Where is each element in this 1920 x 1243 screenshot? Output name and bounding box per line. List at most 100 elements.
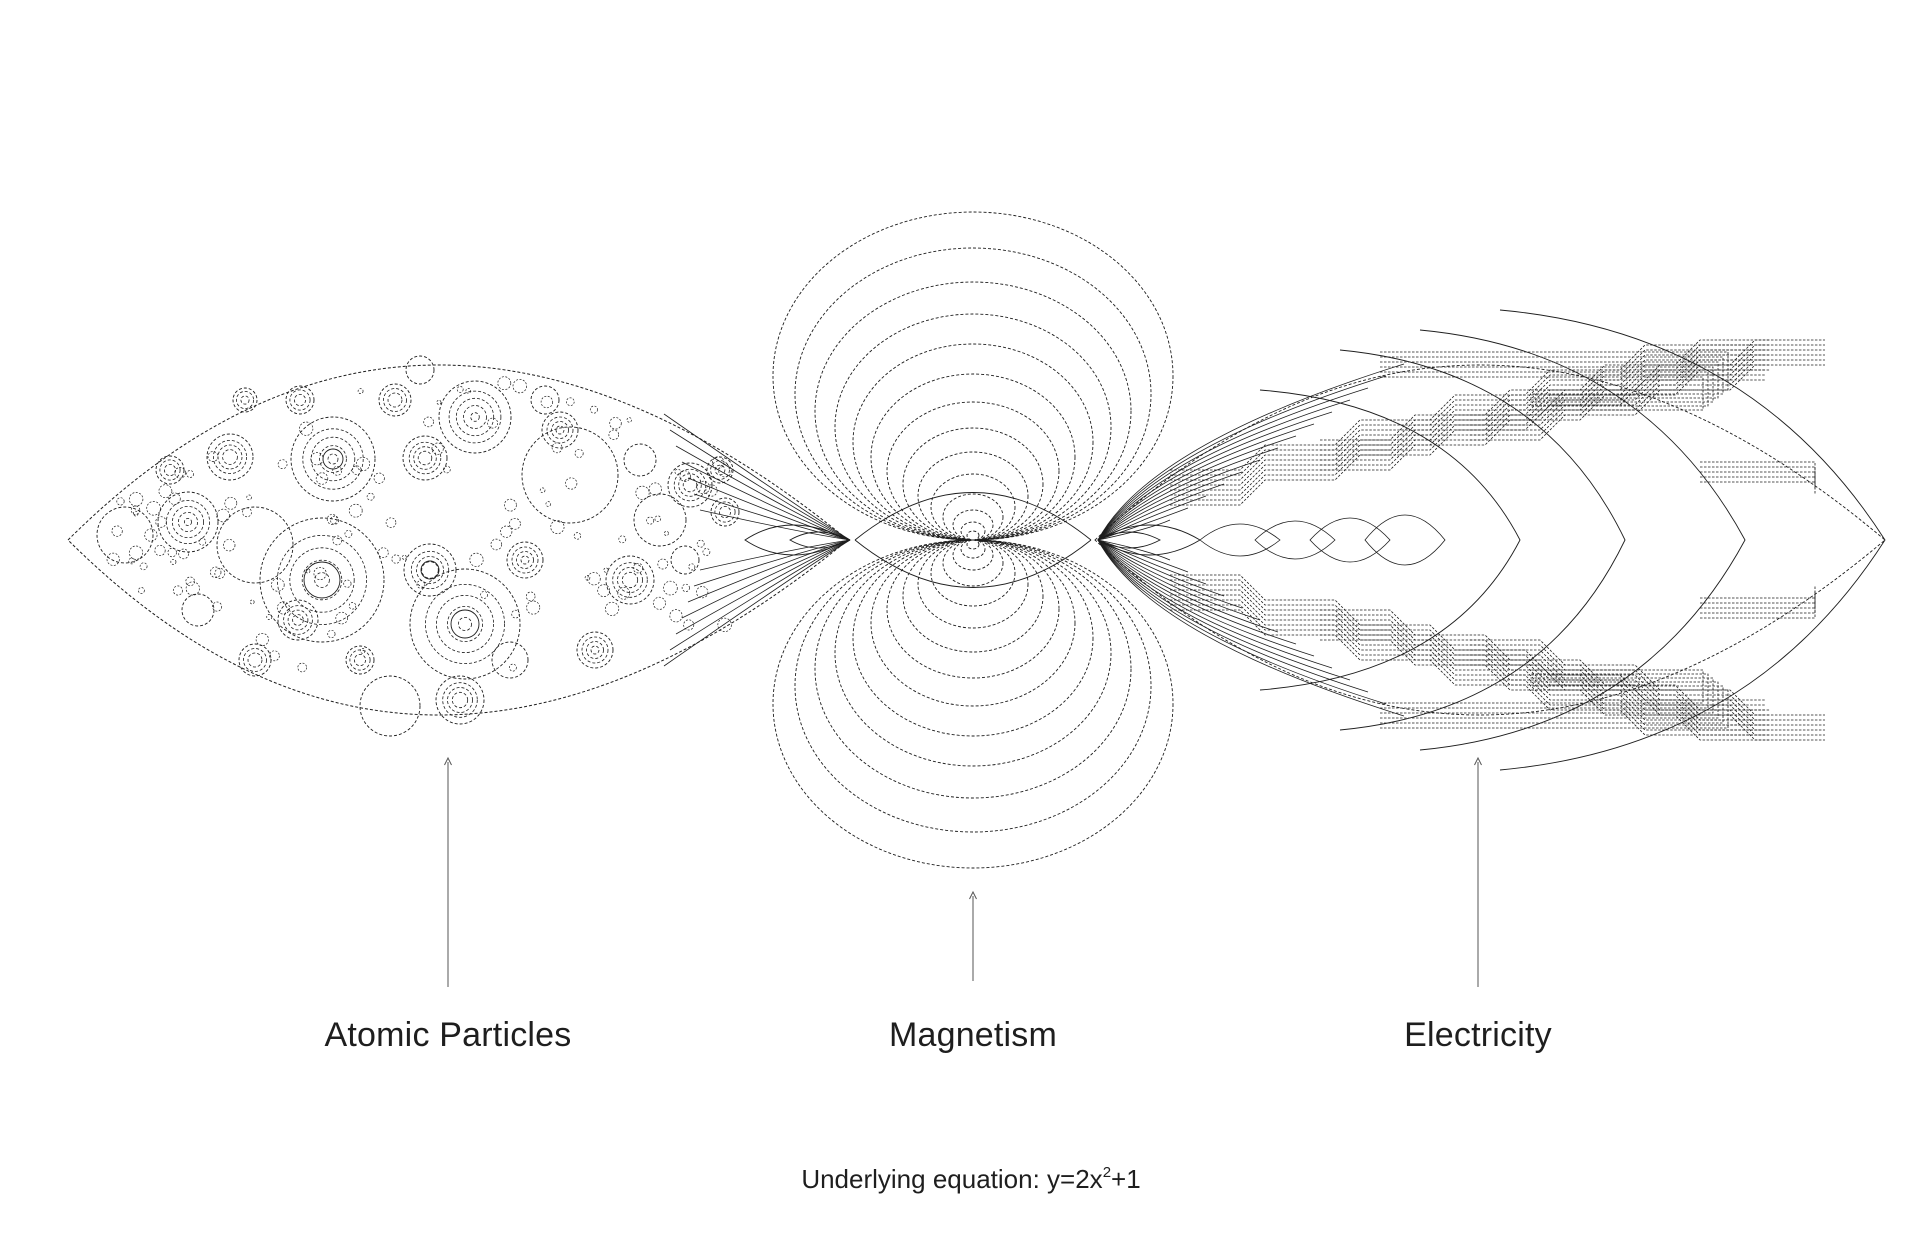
small-particle <box>330 515 340 525</box>
small-particle <box>186 470 194 478</box>
small-particle <box>605 601 620 616</box>
circuit-return-bottom <box>1380 669 1704 704</box>
small-particle <box>167 547 177 558</box>
particle-ring <box>447 687 473 713</box>
circuit-trace <box>1170 344 1765 471</box>
small-particle <box>170 558 177 565</box>
fan-curve <box>1097 495 1207 541</box>
particle-ring <box>435 595 494 654</box>
small-particle <box>313 566 327 581</box>
fan-curve <box>693 539 851 587</box>
particle-circle <box>359 675 421 737</box>
circuit-stub <box>1700 476 1816 490</box>
particle-ring <box>163 463 176 476</box>
small-particle <box>185 581 200 596</box>
field-loop-upper <box>942 493 1004 541</box>
fan-curve <box>1097 539 1405 717</box>
particle-ring <box>243 648 267 672</box>
fan-curve <box>681 461 851 541</box>
circuit-trace <box>1170 364 1765 491</box>
circuit-trace <box>1470 354 1825 431</box>
particle-ring <box>302 428 364 490</box>
small-particle <box>551 442 563 454</box>
small-particle <box>632 562 644 574</box>
particle-ring <box>222 449 238 465</box>
small-particle <box>224 496 238 510</box>
small-particle <box>158 484 173 499</box>
small-particle <box>269 650 280 662</box>
small-particle <box>130 505 141 515</box>
small-particle <box>609 417 622 430</box>
small-particle <box>465 388 472 394</box>
particle-ring <box>710 460 730 480</box>
circuit-return-bottom <box>1380 681 1719 719</box>
particle-ring <box>349 649 371 671</box>
particle-core <box>450 609 480 639</box>
particle-circle <box>623 443 657 477</box>
small-particle <box>139 562 148 571</box>
small-particle <box>545 501 552 507</box>
small-particle <box>246 494 252 501</box>
small-particle <box>654 515 662 522</box>
particle-ring <box>424 584 505 665</box>
fan-curve <box>1097 539 1333 669</box>
small-particle <box>146 501 161 516</box>
particle-circle <box>541 411 579 449</box>
field-loop-upper <box>902 427 1044 541</box>
small-particle <box>443 465 451 474</box>
small-particle <box>138 587 145 594</box>
field-loop-lower <box>952 539 994 571</box>
circuit-stub <box>1700 590 1816 604</box>
small-particle <box>565 477 578 490</box>
circuit-return-top <box>1380 361 1719 399</box>
particle-ring <box>457 617 472 632</box>
fan-curve <box>1097 539 1261 621</box>
particle-circle <box>232 387 258 413</box>
equation-base: y=2x <box>1047 1164 1103 1194</box>
particle-ring <box>446 606 483 643</box>
equation-exponent: 2 <box>1102 1164 1112 1181</box>
small-particle <box>305 568 311 574</box>
fan-curve <box>699 539 851 571</box>
small-particle <box>705 484 718 497</box>
fan-curve <box>1097 539 1279 633</box>
small-particle <box>456 386 464 393</box>
field-loop-upper <box>772 211 1174 541</box>
circuit-return-bottom <box>1380 677 1714 714</box>
small-particle <box>172 585 183 596</box>
electric-petal <box>1254 520 1336 560</box>
field-loop-upper <box>930 473 1016 541</box>
fan-curve <box>1097 411 1333 541</box>
particle-ring <box>511 546 539 574</box>
small-particle <box>603 567 609 573</box>
particle-ring <box>413 446 437 470</box>
field-loop-upper <box>886 401 1060 541</box>
field-crossing-upper <box>854 492 1092 541</box>
small-particle <box>646 516 655 525</box>
small-particle <box>355 456 371 472</box>
particle-ring <box>217 444 243 470</box>
circuit-trace <box>1320 354 1770 456</box>
particle-ring <box>289 547 355 613</box>
circuit-trace <box>1470 664 1825 741</box>
circuit-trace <box>1470 364 1825 441</box>
circuit-trace <box>1170 349 1765 476</box>
fan-curve <box>1097 539 1369 693</box>
particle-circle <box>491 641 529 679</box>
particle-ring <box>520 555 530 565</box>
particle-circle <box>409 568 521 680</box>
particle-ring <box>448 390 502 444</box>
particle-circle <box>181 593 215 627</box>
particle-ring <box>410 550 450 590</box>
particle-circle <box>506 541 544 579</box>
particle-ring <box>516 551 534 569</box>
small-particle <box>297 662 307 673</box>
circuit-trace <box>1170 599 1765 726</box>
fan-curve <box>1097 507 1189 541</box>
particle-ring <box>714 464 726 476</box>
particle-ring <box>235 390 254 409</box>
circuit-stub <box>1700 594 1816 609</box>
particle-circle <box>438 380 512 454</box>
small-particle <box>618 535 627 544</box>
particle-circle <box>521 426 619 524</box>
